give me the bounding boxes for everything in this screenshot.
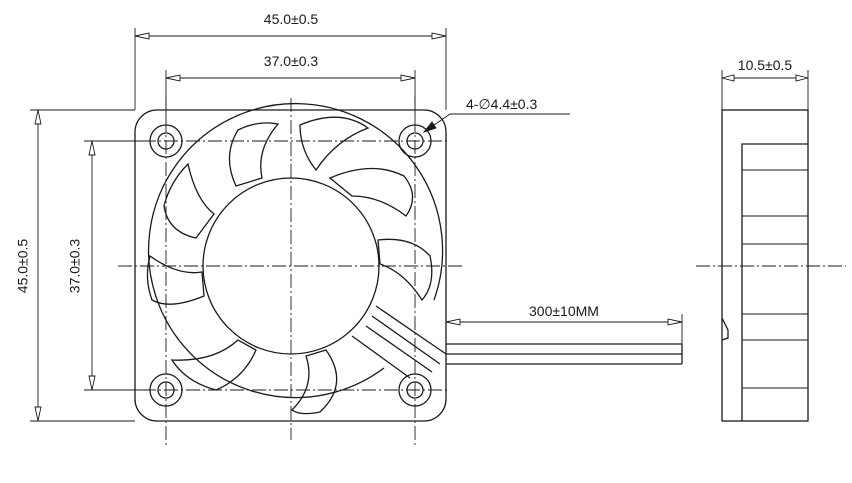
cable-channel-edge-bottom [365, 325, 433, 373]
venturi-ring [147, 102, 444, 399]
arrowhead [667, 318, 683, 326]
fan-frame [134, 109, 447, 422]
dim-hole-pitch-v-label: 37.0±0.3 [67, 239, 83, 294]
arrowhead [431, 32, 447, 40]
arrowhead [88, 140, 96, 156]
dim-thickness: 10.5±0.5 [721, 57, 809, 110]
arrowhead [134, 32, 150, 40]
arrowhead [34, 406, 42, 422]
dim-lead-length: 300±10MM [445, 303, 683, 344]
center-lines [118, 96, 462, 446]
arrowhead [165, 74, 181, 82]
arrowhead [422, 121, 437, 133]
dim-hole-pitch-h-label: 37.0±0.3 [264, 53, 319, 69]
blade [377, 238, 433, 302]
blade [228, 122, 280, 187]
fan-blades [146, 116, 433, 415]
blade [328, 167, 414, 217]
arrowhead [88, 375, 96, 391]
front-view: 45.0±0.5 37.0±0.3 4-∅4.4±0.3 45.0±0.5 [15, 11, 683, 446]
dim-lead-length-label: 300±10MM [529, 303, 599, 319]
cable-channel-edge-mid [371, 315, 441, 365]
dim-hole-pitch-v: 37.0±0.3 [67, 140, 150, 391]
dim-frame-height: 45.0±0.5 [15, 109, 135, 422]
dim-frame-height-label: 45.0±0.5 [15, 239, 31, 294]
cable-channel-edge-top [375, 305, 447, 355]
blade [163, 162, 215, 239]
side-cable-exit [721, 317, 729, 341]
mounting-holes [149, 124, 432, 407]
arrowhead [34, 109, 42, 125]
side-hub-step [741, 143, 808, 421]
arrowhead [721, 74, 735, 82]
arrowhead [400, 74, 416, 82]
blade [170, 339, 257, 391]
blade [291, 349, 338, 415]
blade [299, 116, 370, 172]
lead-wires [446, 343, 683, 365]
dim-frame-width-label: 45.0±0.5 [264, 11, 319, 27]
side-body [721, 109, 809, 422]
dim-hole-pitch-h: 37.0±0.3 [165, 53, 416, 118]
dim-frame-width: 45.0±0.5 [134, 11, 447, 110]
dim-mounting-holes-label: 4-∅4.4±0.3 [466, 96, 537, 112]
dim-mounting-holes: 4-∅4.4±0.3 [422, 96, 570, 133]
dim-thickness-label: 10.5±0.5 [738, 57, 793, 73]
side-view: 10.5±0.5 [696, 57, 846, 422]
blade [146, 254, 205, 305]
arrowhead [445, 318, 461, 326]
arrowhead [795, 74, 809, 82]
strut-lower [351, 335, 411, 379]
